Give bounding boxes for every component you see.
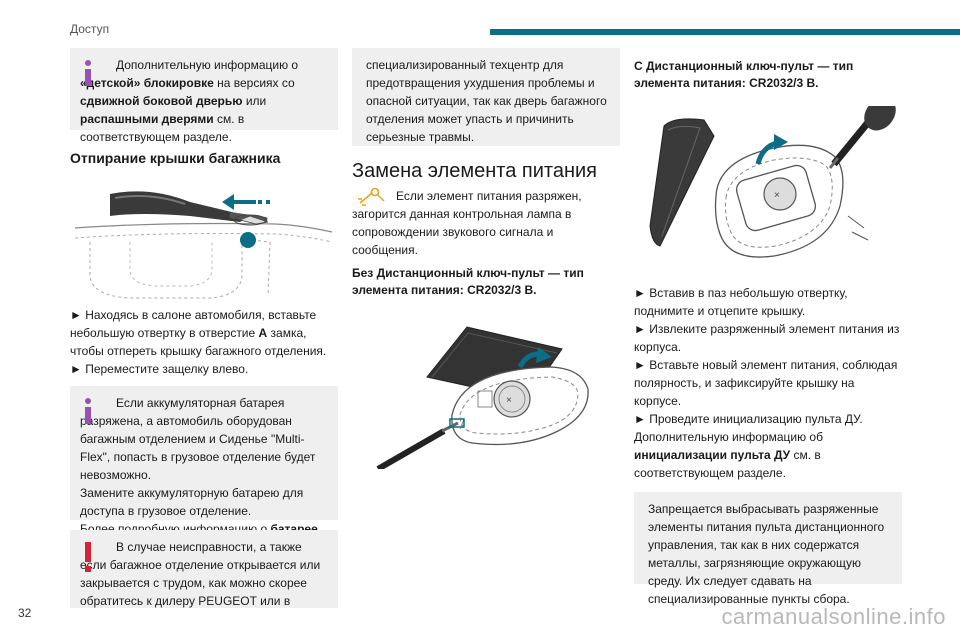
figure-label-a: A bbox=[245, 266, 253, 277]
info-text-child-lock: Дополнительную информацию о «детской» бл… bbox=[80, 58, 299, 144]
battery-intro-text: Если элемент питания разряжен, загорится… bbox=[352, 189, 582, 257]
warning-continued-text: специализированный техцентр для предотвр… bbox=[366, 58, 607, 144]
key-battery-replacement-illustration: × bbox=[376, 326, 589, 469]
warning-icon bbox=[84, 542, 92, 572]
subheading-without-remote: Без Дистанционный ключ-пульт — тип элеме… bbox=[352, 266, 584, 297]
column-1: Дополнительную информацию о «детской» бл… bbox=[70, 48, 338, 608]
step-lift-cover: ► Вставив в паз небольшую отвертку, подн… bbox=[634, 286, 848, 318]
info-box-battery: Если аккумуляторная батарея разряжена, а… bbox=[70, 386, 338, 554]
column-3: С Дистанционный ключ-пульт — тип элемент… bbox=[634, 48, 902, 606]
section-heading-tailgate: Отпирание крышки багажника bbox=[70, 150, 281, 166]
more-info-initialisation: Дополнительную информацию об инициализац… bbox=[634, 430, 823, 480]
page-number: 32 bbox=[18, 606, 32, 620]
environment-box: Запрещается выбрасывать разряженные элем… bbox=[634, 492, 902, 606]
warning-text: В случае неисправности, а также если баг… bbox=[80, 540, 321, 608]
step-move-latch: ► Переместите защелку влево. bbox=[70, 362, 249, 376]
tailgate-unlock-illustration bbox=[74, 191, 333, 299]
info-icon bbox=[84, 60, 92, 86]
info-box-child-lock: Дополнительную информацию о «детской» бл… bbox=[70, 48, 338, 144]
step-remove-battery: ► Извлеките разряженный элемент питания … bbox=[634, 322, 900, 354]
battery-warning-lamp-icon bbox=[358, 187, 385, 206]
info-text-battery-1: Если аккумуляторная батарея разряжена, а… bbox=[80, 396, 316, 482]
environment-text: Запрещается выбрасывать разряженные элем… bbox=[648, 502, 885, 606]
watermark-text: carmanualsonline.info bbox=[721, 604, 946, 629]
remote-key-battery-illustration: × bbox=[649, 106, 896, 258]
warning-box-continued: специализированный техцентр для предотвр… bbox=[352, 48, 620, 146]
svg-text:×: × bbox=[506, 395, 512, 406]
header-accent-bar bbox=[490, 29, 960, 35]
section-heading-battery: Замена элемента питания bbox=[352, 160, 597, 182]
info-icon bbox=[84, 398, 92, 424]
svg-text:×: × bbox=[774, 190, 780, 201]
warning-box-malfunction: В случае неисправности, а также если баг… bbox=[70, 530, 338, 608]
step-initialise-remote: ► Проведите инициализацию пульта ДУ. bbox=[634, 412, 863, 426]
step-insert-screwdriver: ► Находясь в салоне автомобиля, вставьте… bbox=[70, 308, 327, 358]
subheading-with-remote: С Дистанционный ключ-пульт — тип элемент… bbox=[634, 59, 854, 90]
column-2: специализированный техцентр для предотвр… bbox=[352, 48, 620, 469]
step-insert-battery: ► Вставьте новый элемент питания, соблюд… bbox=[634, 358, 898, 408]
header-title: Доступ bbox=[70, 22, 110, 36]
info-text-battery-2: Замените аккумуляторную батарею для дост… bbox=[80, 486, 304, 518]
